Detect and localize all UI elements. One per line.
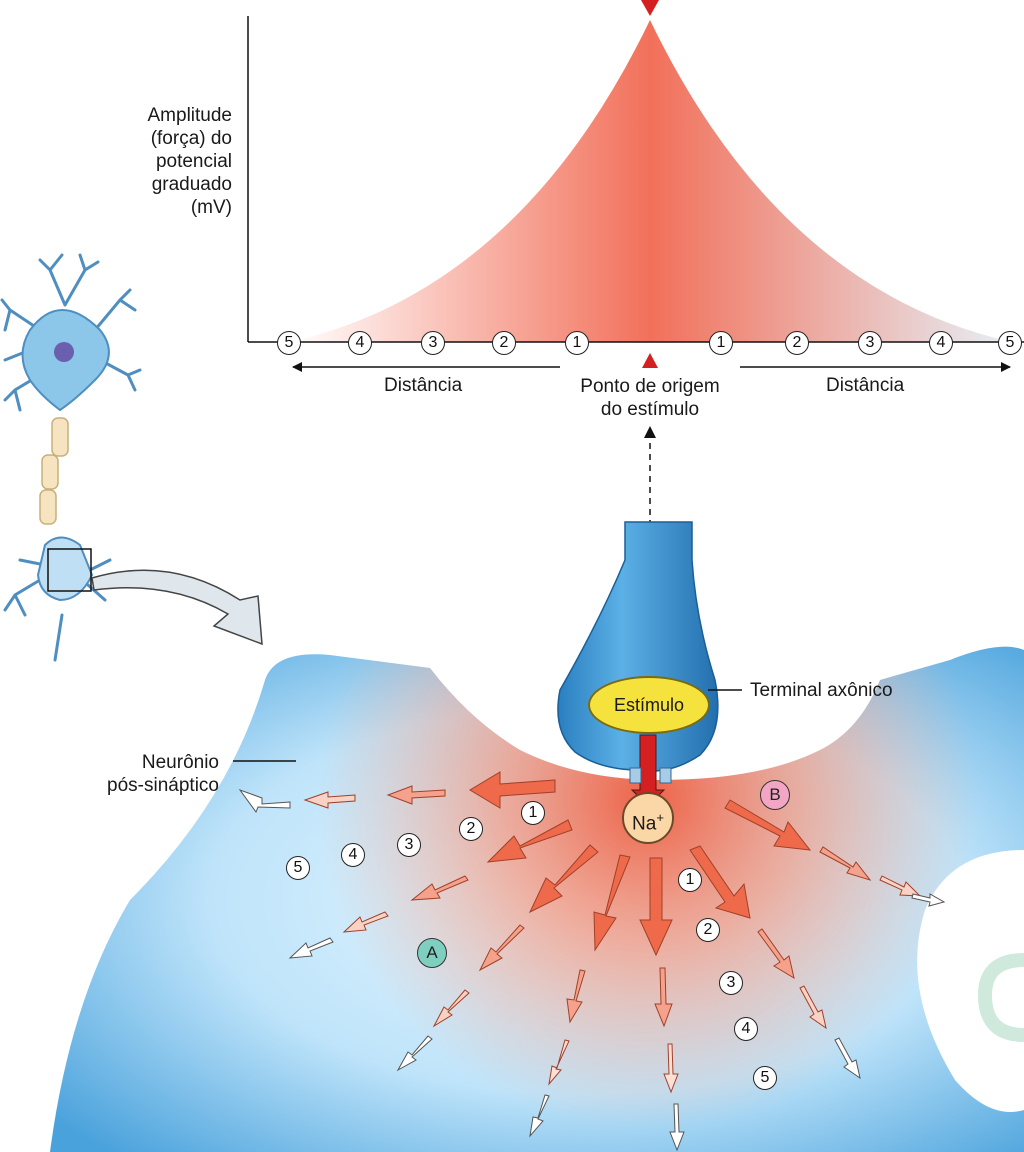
- postsynaptic-label: Neurônio pós-sináptico: [84, 751, 219, 797]
- arrow-ssw-med: [566, 969, 586, 1024]
- arrow-ssw-far: [529, 1094, 550, 1138]
- axis-marker: 3: [421, 331, 445, 355]
- arrow-sse-small: [799, 985, 827, 1030]
- y-axis-label: Amplitude (força) do potencial graduado …: [108, 104, 233, 219]
- arrow-west-far: [238, 788, 291, 814]
- origin-label: Ponto de origem do estímulo: [550, 375, 750, 421]
- zoom-box: [47, 548, 92, 592]
- arrow-s-med: [654, 967, 673, 1028]
- arrow-sw-far: [396, 1035, 433, 1072]
- ion-charge: +: [656, 810, 664, 825]
- spread-marker-left: 5: [286, 856, 310, 880]
- spread-marker-left: 3: [397, 833, 421, 857]
- spread-marker-bottom: 3: [719, 971, 743, 995]
- zoom-arrow-icon: [91, 569, 263, 646]
- arrow-sse-large: [689, 845, 751, 919]
- origin-label-line-1: Ponto de origem: [580, 376, 720, 397]
- axis-marker: 5: [277, 331, 301, 355]
- arrow-wsw-med: [410, 875, 469, 901]
- peak-marker-icon: [641, 0, 659, 16]
- y-label-line-4: graduado: [151, 174, 232, 195]
- neuron-nucleus: [54, 342, 74, 362]
- axis-marker: 2: [492, 331, 516, 355]
- axis-marker: 1: [709, 331, 733, 355]
- axis-marker: 1: [565, 331, 589, 355]
- myelin-sheath: [39, 417, 69, 525]
- arrow-s-small: [663, 1043, 679, 1094]
- arrow-sse-med: [757, 928, 795, 980]
- arrow-west-small: [303, 791, 356, 809]
- axon-terminal-small: [36, 536, 94, 602]
- spread-marker-bottom: 5: [753, 1066, 777, 1090]
- arrow-sw-large: [528, 844, 599, 914]
- arrow-ese-med: [819, 846, 872, 881]
- sodium-ion: Na+: [622, 792, 674, 844]
- axis-marker: 4: [929, 331, 953, 355]
- arrow-sw-small: [432, 989, 470, 1028]
- badge-b: B: [760, 780, 790, 810]
- ion-channel-right: [659, 767, 672, 784]
- graph: [247, 0, 1024, 668]
- arrow-wsw-far: [288, 937, 334, 959]
- axis-marker: 5: [998, 331, 1022, 355]
- y-label-line-1: Amplitude: [147, 105, 233, 126]
- arrow-sw-med: [478, 924, 525, 972]
- axis-marker: 2: [785, 331, 809, 355]
- y-label-line-2: (força) do: [150, 128, 232, 149]
- stimulus-label: Estímulo: [588, 676, 710, 734]
- spread-marker-bottom: 2: [696, 918, 720, 942]
- postsynaptic-label-line-2: pós-sináptico: [107, 775, 219, 796]
- origin-marker-icon: [642, 353, 658, 368]
- arrow-ssw-large: [593, 854, 631, 952]
- spread-marker-left: 4: [341, 843, 365, 867]
- badge-a: A: [417, 938, 447, 968]
- arrow-west-med: [386, 785, 446, 805]
- arrow-ese-small: [879, 875, 922, 897]
- y-label-line-5: (mV): [190, 197, 232, 218]
- arrow-west-large: [469, 771, 556, 809]
- spread-marker-bottom: 4: [734, 1017, 758, 1041]
- arrow-ese-large: [724, 799, 812, 851]
- watermark-glyph: [977, 953, 1024, 1042]
- origin-label-line-2: do estímulo: [600, 399, 700, 420]
- terminal-label: Terminal axônico: [750, 680, 893, 701]
- axis-marker: 4: [348, 331, 372, 355]
- axis-marker: 3: [858, 331, 882, 355]
- arrow-ssw-small: [548, 1039, 570, 1086]
- arrow-sse-far: [834, 1037, 861, 1080]
- arrow-s-far: [669, 1103, 685, 1152]
- stimulus-link-arrow-up: [644, 426, 656, 438]
- ion-channel-left: [629, 767, 642, 784]
- arrow-wsw-small: [342, 911, 389, 933]
- arrow-s-large: [639, 857, 673, 957]
- distance-label-left: Distância: [384, 375, 463, 396]
- spread-arrows: [238, 771, 946, 1152]
- distance-label-right: Distância: [826, 375, 905, 396]
- spread-marker-left: 2: [459, 817, 483, 841]
- arrow-wsw-large: [486, 819, 573, 863]
- neighbor-cell: [917, 850, 1024, 1112]
- spread-marker-bottom: 1: [678, 868, 702, 892]
- spread-marker-left: 1: [521, 801, 545, 825]
- ion-symbol: Na: [632, 813, 657, 835]
- y-label-line-3: potencial: [155, 151, 232, 172]
- postsynaptic-label-line-1: Neurônio: [141, 752, 219, 773]
- amplitude-curve: [290, 20, 1012, 342]
- arrow-ese-far: [911, 893, 946, 907]
